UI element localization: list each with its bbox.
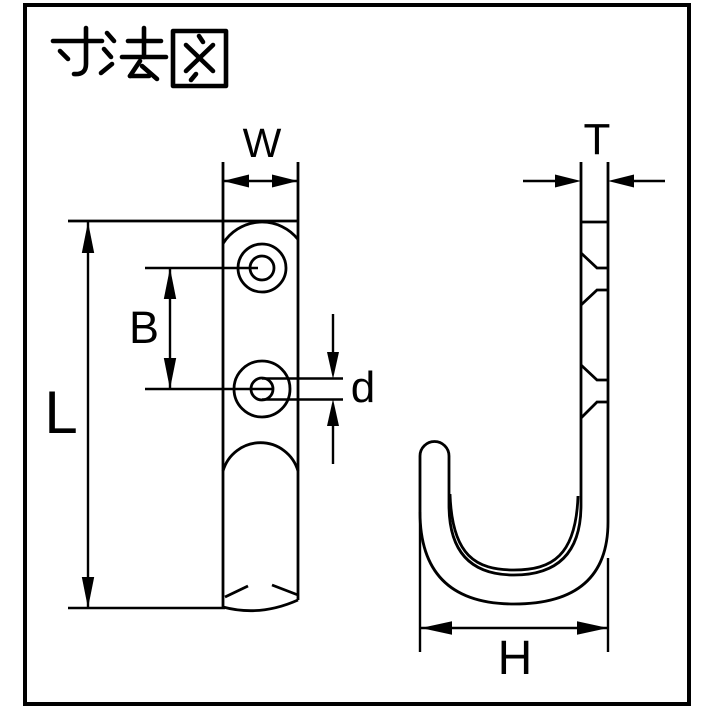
dim-length: L xyxy=(44,222,225,610)
dim-label-length: L xyxy=(44,379,77,446)
dim-label-width: W xyxy=(243,120,282,166)
dim-label-hole-pitch: B xyxy=(129,302,159,353)
dim-hole-pitch: B xyxy=(129,266,273,391)
dim-width: W xyxy=(223,120,298,188)
dim-hook-depth: H xyxy=(418,512,610,685)
front-view-hole-top xyxy=(221,220,300,294)
side-view-hook-curve xyxy=(418,440,610,606)
dim-label-hook-depth: H xyxy=(498,632,533,685)
dim-label-hole-diameter: d xyxy=(351,363,375,412)
side-view-plate xyxy=(579,162,610,522)
dim-label-thickness: T xyxy=(584,115,611,164)
side-view xyxy=(418,162,610,606)
page-title-glyphs xyxy=(50,25,229,89)
front-view xyxy=(68,162,300,613)
front-view-plate xyxy=(68,162,300,613)
dim-thickness: T xyxy=(523,115,665,188)
sheet-border xyxy=(23,3,691,706)
dim-hole-diameter: d xyxy=(262,314,375,464)
